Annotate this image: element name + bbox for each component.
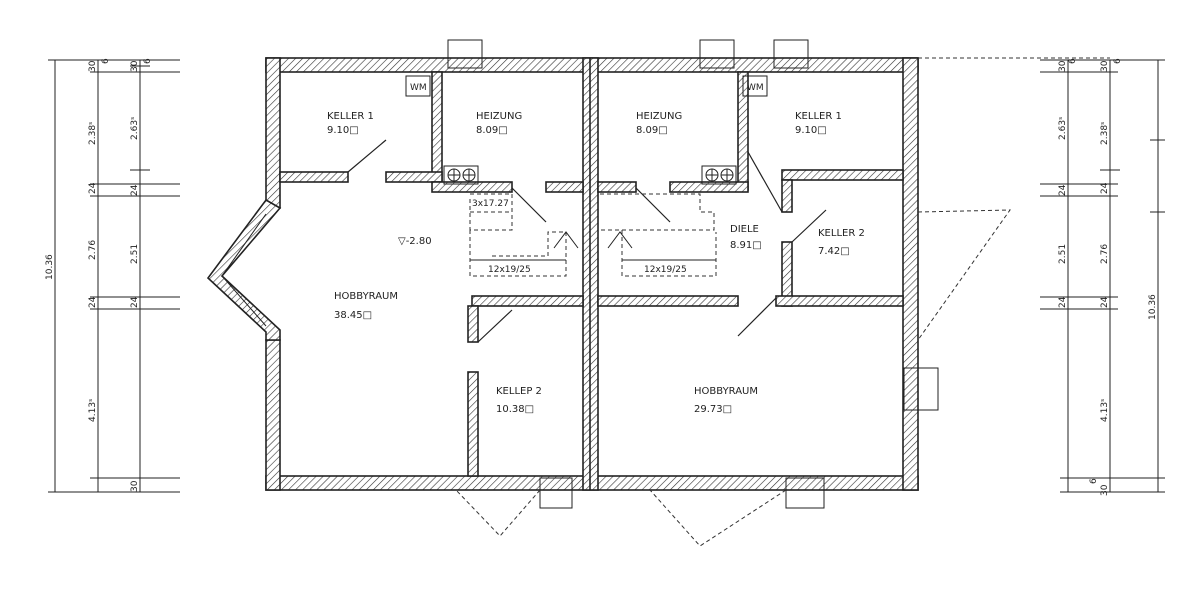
dimension-left: 10.36 30 2.38ˢ 24 2.76 24 4.13ˢ 30 2.63ˢ…	[45, 58, 180, 493]
room-area-hobby-right: 29.73□	[694, 404, 732, 415]
dim-right-inner-2: 24	[1058, 184, 1068, 196]
dim-right-top-extra-1: 6	[1113, 58, 1123, 64]
wall-heizung-bottom-right-a	[597, 181, 637, 193]
stairs	[469, 193, 717, 277]
dim-left-top-extra-0: 6	[101, 58, 111, 64]
right-wall	[902, 57, 919, 491]
window-right	[903, 367, 939, 411]
outer-walls	[206, 57, 919, 491]
dim-right-outer-5: 4.13ˢ	[1100, 399, 1110, 422]
dim-right-outer-1: 2.38ˢ	[1100, 122, 1110, 145]
dim-right-inner-4: 24	[1058, 296, 1068, 308]
left-wall-upper	[265, 57, 281, 209]
bay-window-inner	[221, 213, 267, 327]
room-area-heizung-left: 8.09□	[476, 125, 508, 136]
window-top-3	[773, 39, 809, 69]
wall-keller2-left-right-a	[781, 179, 793, 213]
openings	[447, 39, 939, 509]
dim-left-inner-4: 24	[130, 296, 140, 308]
dim-left-inner-2: 24	[130, 184, 140, 196]
wall-keller1-heizung-left	[431, 71, 443, 183]
dim-right-top-extra-0: 6	[1068, 58, 1078, 64]
dimension-right: 30 2.63ˢ 24 2.51 24 30 2.38ˢ 24 2.76 24 …	[1040, 58, 1165, 496]
room-name-keller2-left: KELLEP 2	[496, 386, 542, 397]
dim-left-outer-3: 2.76	[88, 240, 98, 260]
wall-keller1-bottom-left-b	[385, 171, 443, 183]
dim-left-top-extra-1: 6	[143, 58, 153, 64]
room-name-keller2-right: KELLER 2	[818, 228, 865, 239]
room-name-heizung-right: HEIZUNG	[636, 111, 682, 122]
dim-left-inner-1: 2.63ˢ	[130, 117, 140, 140]
dim-right-outer-2: 24	[1100, 182, 1110, 194]
doors	[347, 57, 1110, 547]
stair-label-left: 12x19/25	[488, 265, 531, 275]
room-area-diele-right: 8.91□	[730, 240, 762, 251]
wall-hobby-top-right-a	[597, 295, 739, 307]
wall-heizung-bottom-left	[431, 181, 513, 193]
wall-heizung-bottom-right-b	[669, 181, 749, 193]
dim-left-outer-2: 24	[88, 182, 98, 194]
room-area-keller2-right: 7.42□	[818, 246, 850, 257]
room-area-heizung-right: 8.09□	[636, 125, 668, 136]
dim-left-outer-1: 2.38ˢ	[88, 122, 98, 145]
room-area-keller1-left: 9.10□	[327, 125, 359, 136]
room-labels: KELLER 1 9.10□ HEIZUNG 8.09□ HOBBYRAUM 3…	[327, 83, 865, 415]
wm-label-left: WM	[410, 83, 427, 93]
room-name-diele-right: DIELE	[730, 224, 759, 235]
dim-left-outer-6: 30	[130, 480, 140, 492]
dim-right-outer-0: 30	[1100, 60, 1110, 72]
wm-box-left	[405, 75, 431, 97]
dim-right-inner-0: 30	[1058, 60, 1068, 72]
wall-keller1-bottom-right	[781, 169, 904, 181]
wm-box-right	[742, 75, 768, 97]
wall-hobby-top-right-b	[775, 295, 904, 307]
boiler-left	[443, 165, 479, 185]
dim-right-outer-4: 24	[1100, 296, 1110, 308]
bay-window	[206, 198, 282, 341]
dim-left-inner-0: 30	[130, 60, 140, 72]
window-bottom-2	[785, 477, 825, 509]
wall-keller2-side-left-a	[467, 305, 479, 343]
window-top-1	[447, 39, 483, 69]
dim-left-outer-5: 4.13ˢ	[88, 399, 98, 422]
room-name-hobby-left: HOBBYRAUM	[334, 291, 398, 302]
wall-keller1-bottom-left-a	[279, 171, 349, 183]
window-top-2	[699, 39, 735, 69]
dim-left-inner-3: 2.51	[130, 244, 140, 264]
room-name-heizung-left: HEIZUNG	[476, 111, 522, 122]
stair-label-right: 12x19/25	[644, 265, 687, 275]
dim-left-total: 10.36	[45, 254, 55, 280]
wall-heizung-bottom-left-b	[545, 181, 584, 193]
dim-right-inner-1: 2.63ˢ	[1058, 117, 1068, 140]
level-marker: ▽-2.80	[398, 236, 432, 247]
room-name-keller1-left: KELLER 1	[327, 111, 374, 122]
room-name-hobby-right: HOBBYRAUM	[694, 386, 758, 397]
window-bottom-1	[539, 477, 573, 509]
room-area-keller1-right: 9.10□	[795, 125, 827, 136]
dim-right-outer-3: 2.76	[1100, 244, 1110, 264]
room-name-keller1-right: KELLER 1	[795, 111, 842, 122]
dim-right-inner-3: 2.51	[1058, 244, 1068, 264]
dim-right-total: 10.36	[1148, 294, 1158, 320]
room-area-hobby-left: 38.45□	[334, 310, 372, 321]
stair-label-top-left: 3x17.27	[472, 199, 509, 209]
dim-left-outer-4: 24	[88, 296, 98, 308]
inner-walls	[279, 71, 904, 477]
dim-left-outer-0: 30	[88, 60, 98, 72]
wall-keller2-side-left-b	[467, 371, 479, 477]
dim-right-bottom-0: 6	[1089, 478, 1099, 484]
wm-label-right: WM	[747, 83, 764, 93]
left-wall-lower	[265, 339, 281, 491]
dim-right-bottom-1: 30	[1100, 484, 1110, 496]
wall-keller2-top-left	[471, 295, 584, 307]
room-area-keller2-left: 10.38□	[496, 404, 534, 415]
boiler-right	[701, 165, 737, 185]
